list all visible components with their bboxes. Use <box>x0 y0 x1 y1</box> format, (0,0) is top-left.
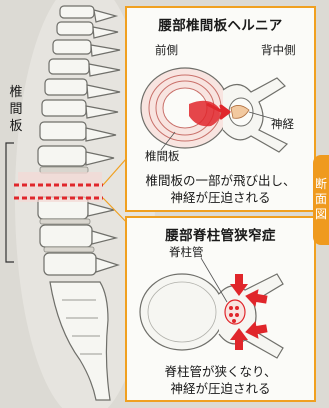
spinal-stenosis-caption: 脊柱管が狭くなり、 神経が圧迫される <box>127 363 314 397</box>
nerve-label: 神経 <box>271 116 294 132</box>
front-side-label: 前側 <box>155 42 178 58</box>
spine-bracket <box>6 143 14 262</box>
spinal-stenosis-caption-line: 脊柱管が狭くなり、 <box>127 363 314 380</box>
herniated-disc-caption-line: 椎間板の一部が飛び出し、 <box>127 172 314 189</box>
cross-section-tab: 断 面 図 <box>313 155 329 245</box>
cross-section-tab-char: 断 <box>313 177 329 192</box>
back-side-label: 背中側 <box>261 42 296 58</box>
herniated-disc-caption: 椎間板の一部が飛び出し、 神経が圧迫される <box>127 172 314 206</box>
disc-side-label: 椎 間 板 <box>8 84 24 135</box>
spinal-stenosis-caption-line: 神経が圧迫される <box>127 380 314 397</box>
cross-section-tab-char: 図 <box>313 207 329 222</box>
spinal-canal-label: 脊柱管 <box>169 244 204 260</box>
disc-side-label-char: 間 <box>8 101 24 118</box>
herniated-disc-caption-line: 神経が圧迫される <box>127 189 314 206</box>
herniated-disc-panel: 腰部椎間板ヘルニア 前側 背中側 神経 椎間板 椎間板の一部が飛び出し、 神経が… <box>125 6 316 212</box>
disc-side-label-char: 板 <box>8 118 24 135</box>
disc-side-label-char: 椎 <box>8 84 24 101</box>
cross-section-tab-char: 面 <box>313 192 329 207</box>
spinal-stenosis-panel: 腰部脊柱管狭窄症 脊柱管 脊柱管が狭くなり、 神経が圧迫される <box>125 216 316 402</box>
disc-label: 椎間板 <box>145 148 180 164</box>
